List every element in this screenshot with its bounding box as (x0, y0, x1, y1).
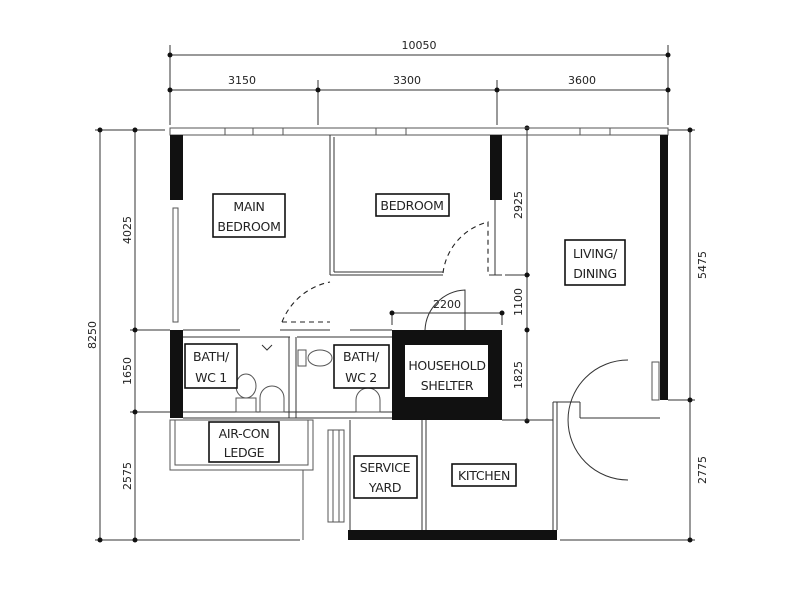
room-label-service-yard: SERVICE YARD (353, 455, 418, 499)
dim-right-depth-2: 2775 (696, 456, 709, 484)
doors (261, 221, 660, 487)
room-label-kitchen: KITCHEN (451, 463, 517, 487)
dim-inner-depth-1: 2925 (512, 191, 525, 219)
left-dimensions: 8250 4025 1650 2575 (86, 127, 300, 543)
sink-wc2-icon (355, 387, 381, 413)
room-label-bedroom: BEDROOM (375, 193, 450, 217)
room-label-text: SHELTER (421, 378, 474, 393)
dim-left-depth-3: 2575 (121, 462, 134, 490)
dim-inner-depth-2: 1100 (512, 288, 525, 316)
room-label-text: DINING (573, 266, 617, 281)
room-label-bath-wc1: BATH/ WC 1 (184, 343, 238, 389)
room-label-text: YARD (368, 480, 401, 495)
room-label-text: LIVING/ (573, 246, 618, 261)
top-dimensions: 10050 3150 3300 3600 (167, 39, 671, 125)
room-label-text: WC 2 (345, 370, 377, 385)
room-label-household-shelter: HOUSEHOLD SHELTER (408, 358, 486, 393)
dim-width-1: 3150 (228, 74, 256, 87)
inner-dimensions: 2925 1100 1825 2200 (389, 125, 530, 424)
dim-shelter-width: 2200 (433, 298, 461, 311)
dim-left-depth-1: 4025 (121, 216, 134, 244)
dim-overall-depth: 8250 (86, 321, 99, 349)
dim-overall-width: 10050 (402, 39, 437, 52)
dim-left-depth-2: 1650 (121, 357, 134, 385)
sink-wc1-icon (259, 385, 285, 413)
toilet-wc2-icon (307, 349, 333, 367)
dim-right-depth-1: 5475 (696, 251, 709, 279)
room-label-text: BATH/ (193, 349, 230, 364)
toilet-wc1-icon (235, 373, 257, 399)
room-label-text: MAIN (233, 199, 264, 214)
dim-width-2: 3300 (393, 74, 421, 87)
dim-width-3: 3600 (568, 74, 596, 87)
room-label-text: AIR-CON (219, 426, 270, 441)
room-label-text: HOUSEHOLD (408, 358, 485, 373)
dim-inner-depth-3: 1825 (512, 361, 525, 389)
walls (169, 127, 669, 540)
room-label-text: LEDGE (224, 445, 265, 460)
room-label-text: BATH/ (343, 349, 380, 364)
room-label-living-dining: LIVING/ DINING (564, 239, 626, 286)
room-label-text: KITCHEN (458, 468, 510, 483)
room-label-text: BEDROOM (380, 198, 443, 213)
room-label-text: BEDROOM (217, 219, 280, 234)
room-label-main-bedroom: MAIN BEDROOM (212, 193, 286, 238)
right-dimensions: 5475 2775 (560, 127, 709, 543)
room-label-text: SERVICE (360, 460, 411, 475)
room-label-air-con-ledge: AIR-CON LEDGE (208, 421, 280, 463)
room-label-bath-wc2: BATH/ WC 2 (333, 344, 390, 389)
fixtures (235, 349, 381, 413)
room-label-text: WC 1 (195, 370, 227, 385)
